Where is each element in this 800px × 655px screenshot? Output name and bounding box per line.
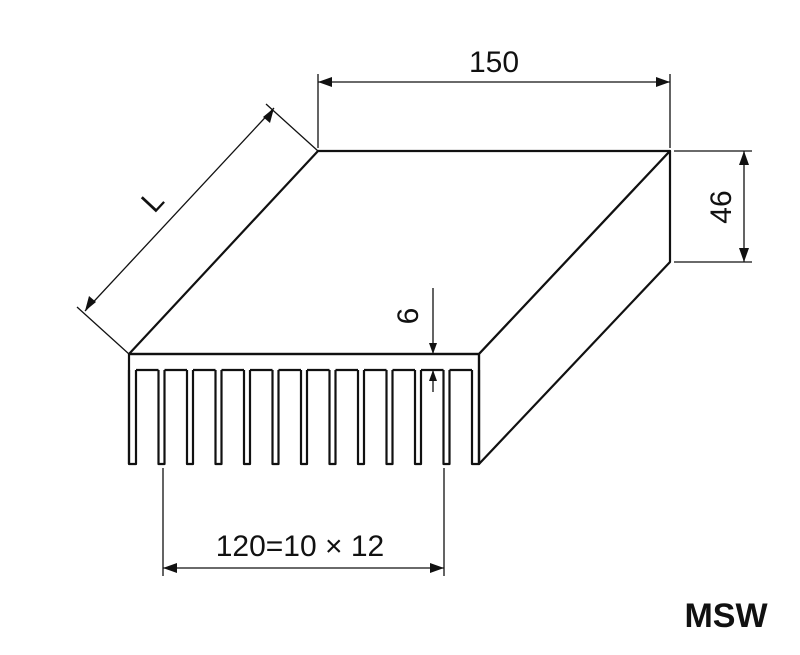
arrowhead: [318, 77, 332, 87]
fin-outlines: [127, 368, 481, 466]
fin-array: [127, 368, 481, 466]
dimension-base-thickness: 6: [392, 288, 437, 392]
length-dimension-line: [84, 107, 275, 312]
thickness-label: 6: [392, 308, 425, 325]
arrowhead: [739, 248, 749, 262]
length-label: L: [135, 184, 171, 219]
arrowhead: [430, 563, 444, 573]
arrowhead: [85, 296, 96, 311]
heatsink-front-face: [127, 352, 481, 466]
height-label: 46: [705, 190, 738, 223]
width-label: 150: [469, 46, 519, 79]
dimension-fin-pitch: 120=10 × 12: [162, 468, 445, 576]
arrowhead: [656, 77, 670, 87]
arrowhead: [163, 563, 177, 573]
arrowhead: [429, 343, 437, 354]
dimension-height: 46: [674, 150, 752, 263]
arrowhead: [429, 370, 437, 381]
dimension-width: 150: [317, 46, 671, 148]
arrowhead: [739, 151, 749, 165]
brand-label: MSW: [684, 597, 768, 635]
fin-pitch-label: 120=10 × 12: [216, 530, 385, 563]
arrowhead: [263, 108, 274, 123]
